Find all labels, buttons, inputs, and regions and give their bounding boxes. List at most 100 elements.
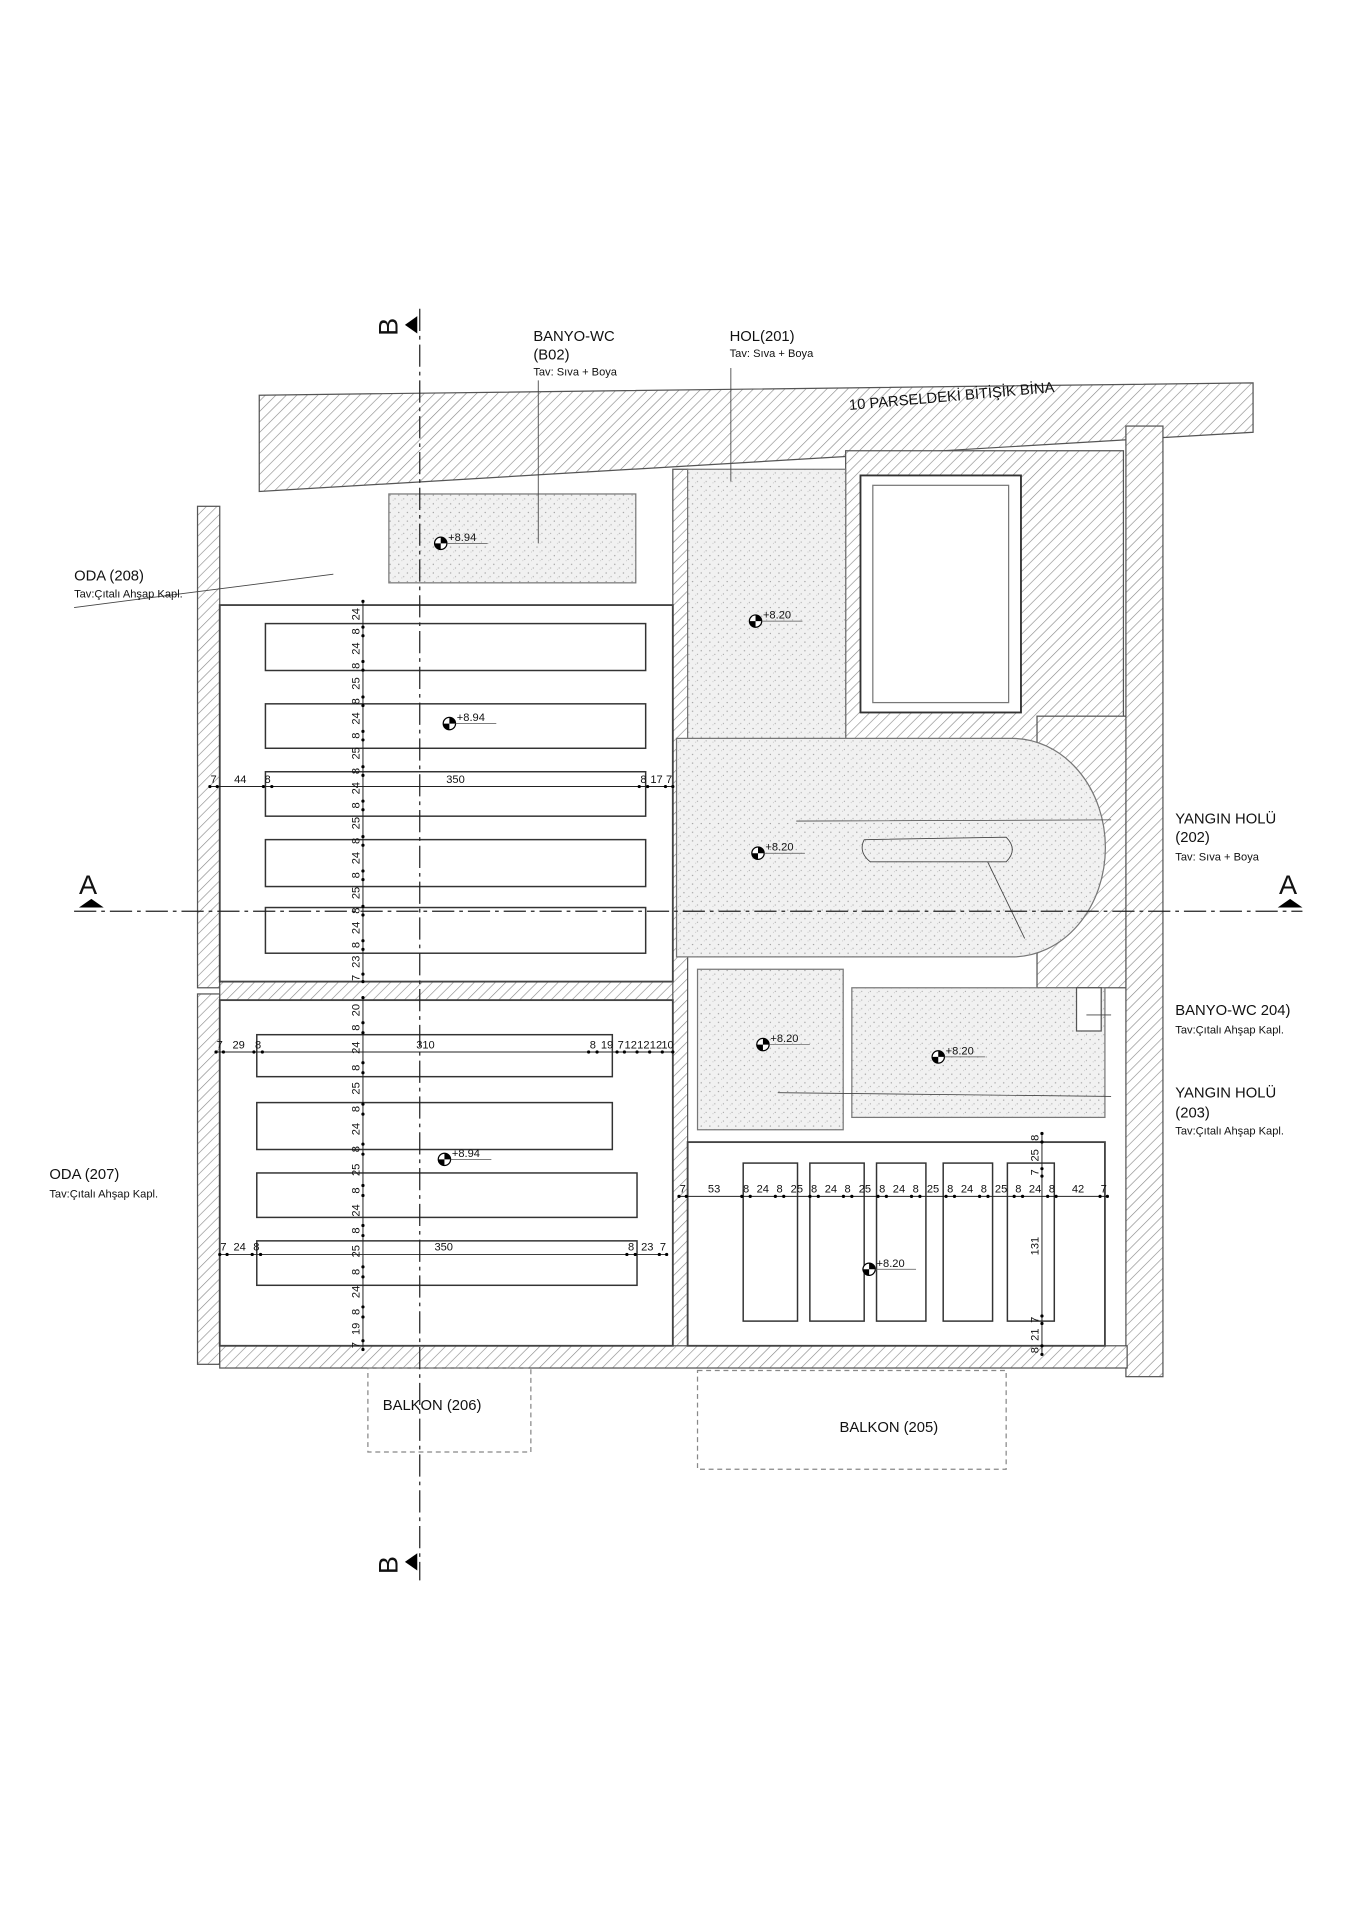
dimension-value: 7 [210, 774, 216, 786]
dimension-value: 24 [350, 1123, 362, 1135]
elevation-markers: +8.94 +8.20 +8.94 +8.20 +8.20 +8.20 +8.9… [433, 532, 986, 1277]
partition-wall-rooms [219, 980, 678, 1001]
dimension-tick [361, 1112, 365, 1116]
dimension-value: 24 [233, 1242, 245, 1254]
dimension-value: 8 [743, 1184, 749, 1196]
dimension-tick [361, 1142, 365, 1146]
dimension-value: 8 [350, 698, 362, 704]
dimension-tick [884, 1194, 888, 1199]
room-name: ODA (208) [74, 568, 144, 584]
dimension-tick [221, 1050, 226, 1054]
dimension-value: 53 [708, 1184, 720, 1196]
dimension-tick [258, 1252, 263, 1257]
dimension-tick [633, 1252, 637, 1257]
dimension-tick [952, 1194, 957, 1199]
dimension-tick [808, 1194, 812, 1199]
dimension-tick [595, 1050, 599, 1054]
dimension-tick [587, 1050, 591, 1054]
room-label-yangin-holu-203: YANGIN HOLÜ (203) Tav:Çıtalı Ahşap Kapl. [1175, 1084, 1284, 1138]
ceiling-panel [264, 622, 647, 672]
dimension-tick [635, 1050, 639, 1054]
dimension-value: 7 [618, 1039, 624, 1051]
dimension-value: 8 [628, 1242, 634, 1254]
section-mark-b-top: B [373, 316, 418, 336]
dimension-value: 7 [680, 1184, 686, 1196]
balcony-205-outline [696, 1369, 1007, 1470]
dimension-tick [218, 1252, 222, 1257]
dimension-tick [361, 996, 365, 1000]
elevation-fill-icon [932, 1050, 945, 1064]
dimension-tick [615, 1050, 619, 1054]
dimension-value: 21 [1029, 1329, 1041, 1341]
dimension-tick [1040, 1131, 1044, 1136]
room-code: (203) [1175, 1105, 1210, 1121]
dimension-value: 24 [893, 1184, 905, 1196]
dimension-tick [361, 1183, 365, 1188]
dimension-tick [663, 784, 668, 789]
dimension-value: 12 [637, 1039, 649, 1051]
dimension-value: 25 [350, 1164, 362, 1176]
dimension-tick [270, 784, 274, 789]
dimension-tick [1105, 1194, 1109, 1199]
dimension-value: 25 [791, 1184, 803, 1196]
dimension-tick [622, 1050, 627, 1054]
dimension-value: 8 [879, 1184, 885, 1196]
section-mark-a-right: A [1277, 869, 1303, 908]
dimension-value: 8 [350, 1227, 362, 1233]
dimension-tick [361, 947, 365, 951]
dimension-value: 20 [350, 1004, 362, 1016]
elevation-value: +8.94 [452, 1148, 480, 1160]
ceiling-panel [256, 1240, 638, 1287]
dimension-tick [748, 1194, 752, 1199]
section-b-top-label: B [373, 318, 404, 336]
dimension-value: 7 [217, 1039, 223, 1051]
ceiling-panel [1006, 1162, 1056, 1322]
dimension-tick [944, 1194, 948, 1199]
dimension-tick [361, 1275, 365, 1279]
dimension-value: 24 [350, 1204, 362, 1216]
stair-outline [861, 836, 1026, 939]
dimension-tick [1012, 1194, 1016, 1199]
elevation-fill-icon [749, 614, 762, 628]
ceiling-panel [942, 1162, 994, 1322]
dimension-value: 8 [350, 942, 362, 948]
balcony-206-outline [367, 1367, 532, 1453]
floor-banyo-204 [851, 987, 1106, 1119]
dimension-value: 7 [660, 1242, 666, 1254]
section-mark-b-bottom: B [373, 1553, 418, 1574]
dimension-value: 8 [845, 1184, 851, 1196]
dimension-tick [214, 1050, 218, 1054]
room-label-banyo-b02: BANYO-WC (B02) Tav: Sıva + Boya [533, 329, 617, 379]
dimension-value: 24 [757, 1184, 769, 1196]
dimension-tick [665, 1252, 669, 1257]
dimension-tick [361, 729, 365, 733]
dimension-tick [361, 625, 365, 629]
dimension-value: 8 [350, 872, 362, 878]
dimension-value: 8 [350, 1309, 362, 1315]
dimension-tick [660, 1050, 664, 1054]
elevation-value: +8.20 [946, 1045, 974, 1057]
section-b-bottom-label: B [373, 1556, 404, 1574]
dimension-value: 8 [350, 908, 362, 914]
dimension-tick [977, 1194, 982, 1199]
room-name: YANGIN HOLÜ [1175, 810, 1276, 828]
ceiling-panels-southeast [742, 1162, 1056, 1322]
dimension-tick [1040, 1321, 1044, 1326]
dimension-tick [361, 1193, 365, 1198]
ceiling-panel [875, 1162, 927, 1322]
dimension-value: 7 [1029, 1169, 1041, 1175]
dimension-tick [671, 784, 675, 789]
dimension-tick [361, 799, 365, 803]
dimension-value: 8 [913, 1184, 919, 1196]
leader-lines [74, 368, 1112, 1097]
floor-hol-201 [687, 468, 847, 742]
dimension-tick [637, 784, 641, 789]
section-a-right-label: A [1279, 869, 1298, 900]
room-ceiling: Tav:Çıtalı Ahşap Kapl. [49, 1189, 158, 1201]
ceiling-panel [264, 838, 647, 888]
dimension-tick [260, 1050, 264, 1054]
